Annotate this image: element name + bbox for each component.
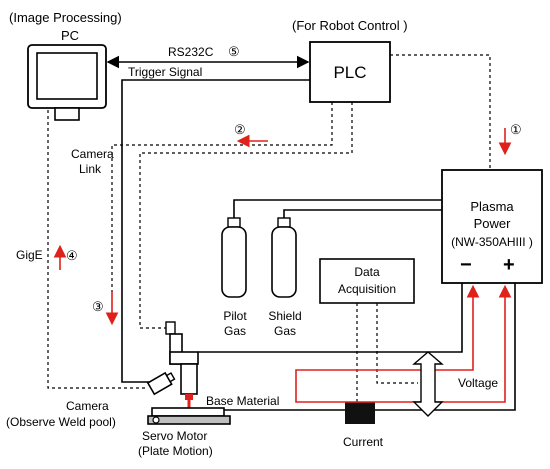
base-material-label: Base Material <box>206 394 279 408</box>
voltage-signal-line <box>376 303 418 384</box>
plasma-power-label-2: Power <box>474 216 512 231</box>
current-label: Current <box>343 435 384 449</box>
plc-robot-line-outer <box>111 102 333 292</box>
torch-power-line <box>198 283 463 353</box>
plasma-power-label-1: Plasma <box>470 199 514 214</box>
data-acquisition-box <box>319 258 415 304</box>
step-3-label: ③ <box>92 299 104 314</box>
shield-gas-label-2: Gas <box>274 324 296 338</box>
step-2-label: ② <box>234 122 246 137</box>
base-material <box>151 407 225 417</box>
plus-terminal: + <box>503 254 515 276</box>
camera-label-1: Camera <box>66 399 109 413</box>
gige-line <box>47 110 148 389</box>
current-sensor <box>345 402 375 424</box>
servo-wheel-icon <box>152 416 160 424</box>
minus-terminal: − <box>460 254 472 276</box>
plc-label: PLC <box>333 63 366 82</box>
plc-robot-line-inner <box>139 102 353 329</box>
base-power-line <box>224 283 516 411</box>
shield-gas-label-1: Shield <box>268 309 301 323</box>
shield-gas-line <box>283 209 442 222</box>
image-processing-label: (Image Processing) <box>9 10 122 25</box>
plc-box <box>309 41 391 103</box>
trigger-signal-line <box>121 79 310 383</box>
camera-link-label-1: Camera <box>71 147 114 161</box>
pilot-gas-label-2: Gas <box>224 324 246 338</box>
camera-icon <box>146 371 176 396</box>
step-1-label: ① <box>510 122 522 137</box>
rs232c-label: RS232C <box>168 45 214 59</box>
voltage-label: Voltage <box>458 376 498 390</box>
plasma-power-box <box>441 169 543 284</box>
servo-motor-plate <box>147 415 231 425</box>
pilot-gas-cylinder <box>221 217 247 298</box>
pilot-gas-label-1: Pilot <box>223 309 247 323</box>
voltage-double-arrow <box>412 351 444 417</box>
step-5-label: ⑤ <box>228 44 240 59</box>
voltage-loop-left <box>295 284 480 396</box>
robot-control-label: (For Robot Control ) <box>292 18 408 33</box>
trigger-signal-label: Trigger Signal <box>128 65 202 79</box>
camera-label-2: (Observe Weld pool) <box>6 415 116 429</box>
servo-label-1: Servo Motor <box>142 429 207 443</box>
plc-power-line <box>390 54 491 170</box>
pc-icon <box>27 44 107 121</box>
pc-label: PC <box>61 28 79 43</box>
voltage-loop-right <box>295 284 512 403</box>
camera-link-label-2: Link <box>79 162 102 176</box>
data-acquisition-label-2: Acquisition <box>338 282 396 296</box>
shield-gas-cylinder <box>271 217 297 298</box>
data-acquisition-label-1: Data <box>354 265 380 279</box>
pilot-gas-line <box>233 199 442 222</box>
welding-torch <box>165 321 199 400</box>
step-4-label: ④ <box>66 248 78 263</box>
plasma-model-label: (NW-350AHIII ) <box>451 235 533 249</box>
gige-label: GigE <box>16 248 43 262</box>
servo-label-2: (Plate Motion) <box>138 444 213 458</box>
